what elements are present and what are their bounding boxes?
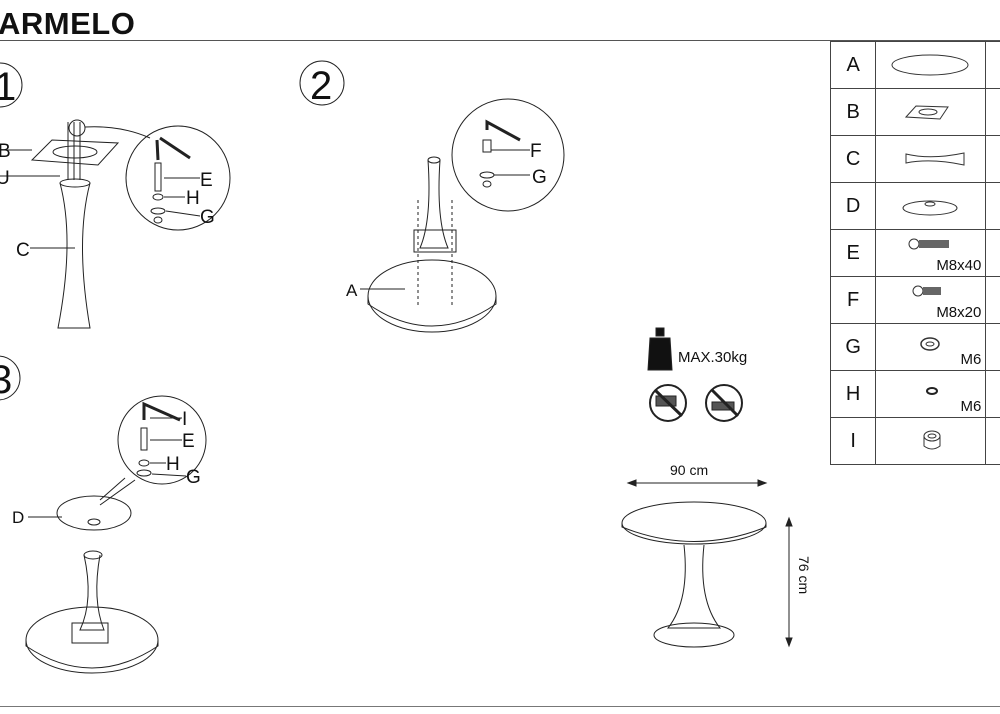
table-row: B <box>829 88 1000 136</box>
part-letter: F <box>829 276 877 324</box>
part-size: M6 <box>960 351 982 368</box>
width-label: 90 cm <box>670 462 708 478</box>
part-h-image: M6 <box>875 370 987 418</box>
svg-text:G: G <box>532 167 547 188</box>
part-size: M8x20 <box>936 304 982 321</box>
svg-text:3: 3 <box>0 358 12 402</box>
svg-text:1: 1 <box>0 65 16 109</box>
table-row: F M8x20 <box>829 276 1000 324</box>
table-row: E M8x40 <box>829 229 1000 277</box>
part-a-image <box>875 41 987 89</box>
table-row: A <box>829 41 1000 89</box>
part-e-image: M8x40 <box>875 229 987 277</box>
svg-text:C: C <box>16 240 30 261</box>
table-row: I <box>829 417 1000 465</box>
svg-text:A: A <box>346 281 358 300</box>
svg-text:G: G <box>200 207 215 228</box>
part-letter: D <box>829 182 877 230</box>
weight-icon <box>647 327 673 371</box>
parts-table: A B C D E M8x40 F M8x20 G M6 H M6 I <box>829 41 1000 465</box>
dimension-drawing: 90 cm 76 cm <box>621 462 812 648</box>
svg-text:U: U <box>0 168 10 189</box>
table-row: C <box>829 135 1000 183</box>
part-g-image: M6 <box>875 323 987 371</box>
part-b-image <box>875 88 987 136</box>
part-letter: G <box>829 323 877 371</box>
svg-text:H: H <box>166 454 180 475</box>
step-2-drawing: F G A <box>346 98 565 333</box>
document-title: ARMELO <box>0 6 136 41</box>
part-letter: I <box>829 417 877 465</box>
svg-text:H: H <box>186 188 200 209</box>
table-cell <box>985 417 1000 465</box>
step-1-drawing: B U C E H G <box>0 119 231 329</box>
step-2-marker: 2 <box>299 60 345 108</box>
svg-text:B: B <box>0 141 11 162</box>
part-letter: H <box>829 370 877 418</box>
max-load-label: MAX.30kg <box>678 349 747 366</box>
svg-text:E: E <box>182 431 195 452</box>
part-size: M8x40 <box>936 257 982 274</box>
header-divider <box>0 40 1000 41</box>
step-3-drawing: I E H G D <box>12 395 207 674</box>
svg-text:F: F <box>530 141 542 162</box>
height-label: 76 cm <box>796 556 812 594</box>
part-letter: C <box>829 135 877 183</box>
no-climbing-icon <box>649 384 687 422</box>
part-letter: E <box>829 229 877 277</box>
table-row: D <box>829 182 1000 230</box>
table-row: H M6 <box>829 370 1000 418</box>
step-3-marker: 3 <box>0 355 21 402</box>
part-letter: B <box>829 88 877 136</box>
part-size: M6 <box>960 398 982 415</box>
part-i-image <box>875 417 987 465</box>
svg-text:I: I <box>182 409 187 430</box>
table-row: G M6 <box>829 323 1000 371</box>
part-f-image: M8x20 <box>875 276 987 324</box>
no-standing-icon <box>705 384 743 422</box>
footer-divider <box>0 706 1000 707</box>
svg-text:G: G <box>186 467 201 488</box>
part-c-image <box>875 135 987 183</box>
svg-text:E: E <box>200 170 213 191</box>
svg-text:2: 2 <box>310 64 332 108</box>
part-letter: A <box>829 41 877 89</box>
svg-text:D: D <box>12 508 24 527</box>
part-d-image <box>875 182 987 230</box>
step-1-marker: 1 <box>0 62 23 109</box>
